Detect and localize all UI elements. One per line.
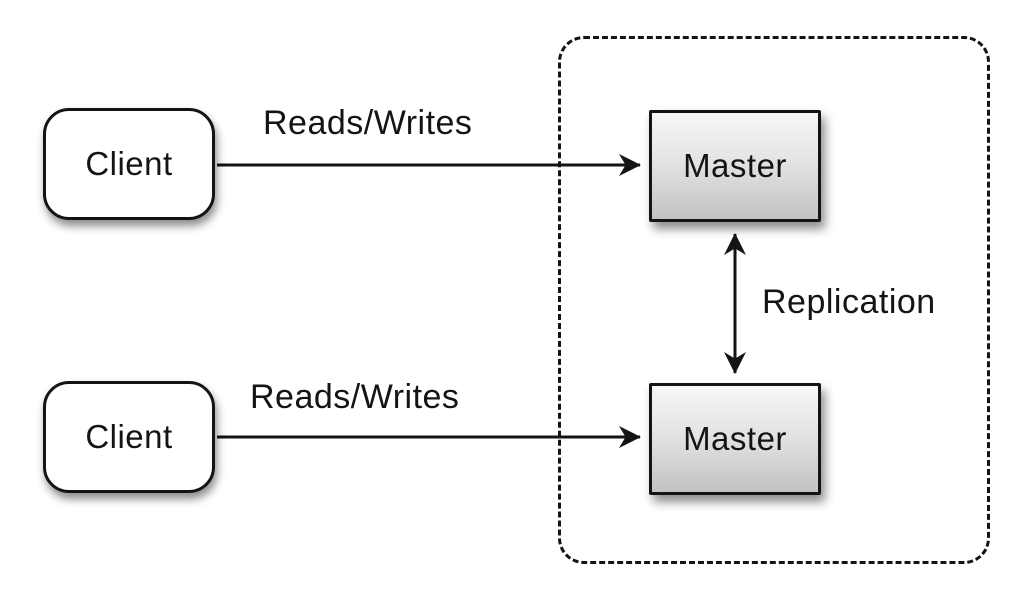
node-master-2: Master bbox=[649, 383, 821, 495]
edge-label-replication: Replication bbox=[762, 283, 936, 321]
replication-group-boundary bbox=[558, 36, 990, 564]
node-client-2: Client bbox=[43, 381, 215, 493]
node-master-2-label: Master bbox=[683, 420, 787, 457]
node-client-1: Client bbox=[43, 108, 215, 220]
node-client-2-label: Client bbox=[85, 418, 173, 455]
node-master-1-label: Master bbox=[683, 147, 787, 184]
node-master-1: Master bbox=[649, 110, 821, 222]
edge-label-reads-writes-bottom: Reads/Writes bbox=[250, 378, 460, 416]
edge-label-reads-writes-top: Reads/Writes bbox=[263, 104, 473, 142]
node-client-1-label: Client bbox=[85, 145, 173, 182]
